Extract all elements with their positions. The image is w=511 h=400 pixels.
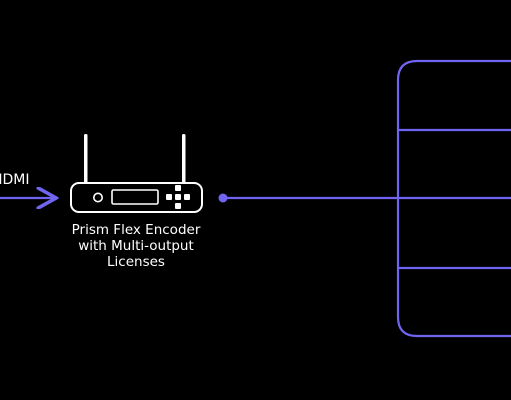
display-icon	[111, 189, 159, 205]
power-led-icon	[93, 192, 104, 203]
device-caption-line: Licenses	[107, 254, 165, 270]
dpad-icon	[166, 185, 190, 209]
destination-panel	[396, 59, 511, 338]
antenna-icon	[84, 134, 186, 185]
input-label: HDMI	[0, 172, 30, 188]
device-caption-line: with Multi-output	[78, 238, 194, 254]
encoder-device	[70, 134, 203, 213]
device-caption: Prism Flex Encoder with Multi-output Lic…	[56, 222, 216, 270]
device-caption-line: Prism Flex Encoder	[71, 222, 201, 238]
encoder-body	[70, 182, 203, 213]
